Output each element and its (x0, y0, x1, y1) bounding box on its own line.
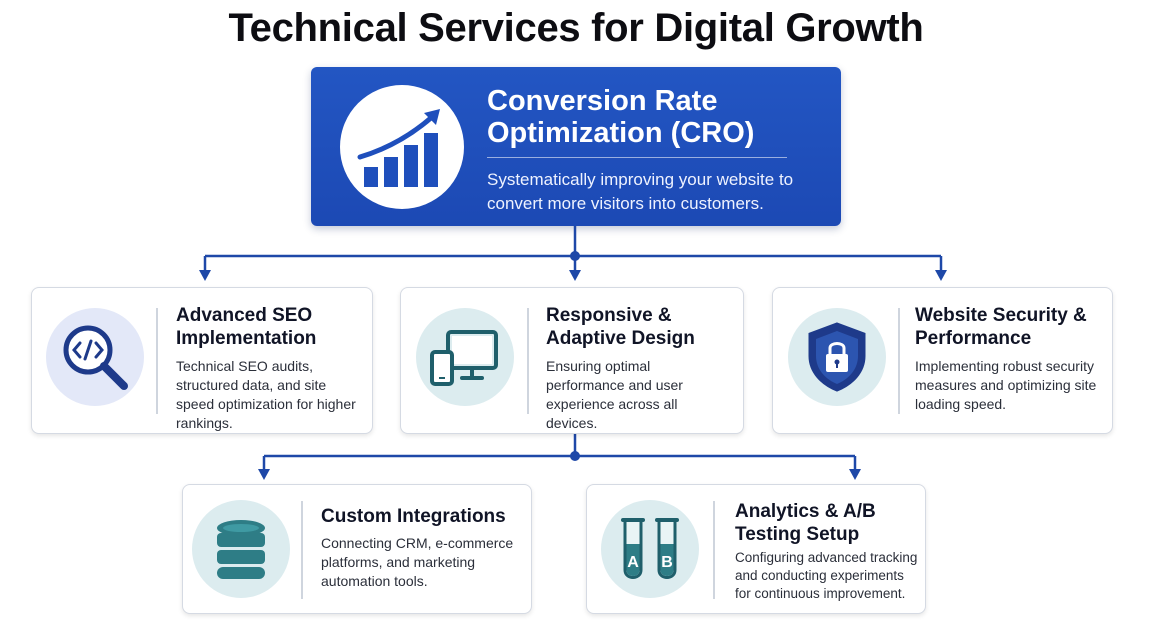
service-description: Ensuring optimal performance and user ex… (546, 358, 683, 431)
card-divider (301, 501, 303, 599)
page-title: Technical Services for Digital Growth (228, 6, 924, 50)
card-divider (713, 501, 715, 599)
service-description: Implementing robust security measures an… (915, 358, 1097, 412)
service-description: Connecting CRM, e-commerce platforms, an… (321, 535, 514, 589)
ab-test-tubes-icon: A B (601, 500, 699, 598)
service-card-integrations: Custom Integrations Connecting CRM, e-co… (182, 484, 532, 614)
hero-card-cro: Conversion Rate Optimization (CRO) Syste… (311, 67, 841, 226)
service-description: Technical SEO audits, structured data, a… (176, 358, 356, 431)
service-title: Analytics & A/B Testing Setup (735, 501, 876, 545)
hero-title: Conversion Rate Optimization (CRO) (487, 85, 755, 149)
service-title: Responsive & Adaptive Design (546, 305, 695, 349)
service-description: Configuring advanced tracking and conduc… (735, 550, 918, 601)
service-card-analytics: A B Analytics & A/B Testing Setup Config… (586, 484, 926, 614)
hero-divider (487, 157, 787, 158)
shield-lock-icon (788, 308, 886, 406)
service-title: Website Security & Performance (915, 305, 1087, 349)
seo-magnifier-code-icon (46, 308, 144, 406)
service-card-responsive: Responsive & Adaptive Design Ensuring op… (400, 287, 744, 434)
service-title: Advanced SEO Implementation (176, 305, 317, 349)
devices-icon (416, 308, 514, 406)
service-card-seo: Advanced SEO Implementation Technical SE… (31, 287, 373, 434)
service-title: Custom Integrations (321, 506, 506, 527)
tube-label-b: B (661, 554, 673, 571)
card-divider (156, 308, 158, 414)
card-divider (527, 308, 529, 414)
service-card-security: Website Security & Performance Implement… (772, 287, 1113, 434)
hero-description: Systematically improving your website to… (487, 170, 794, 213)
tube-label-a: A (627, 554, 639, 571)
bar-chart-growth-icon (340, 85, 464, 209)
card-divider (898, 308, 900, 414)
database-icon (192, 500, 290, 598)
